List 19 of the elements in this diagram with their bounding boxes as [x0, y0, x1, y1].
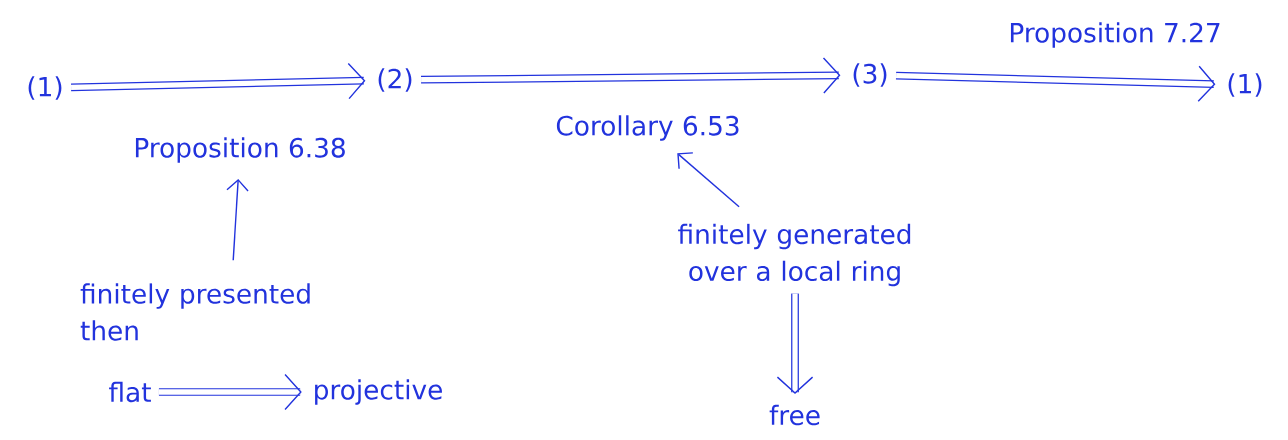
- statement-number: (3): [853, 63, 887, 87]
- implication-arrow: [421, 57, 841, 94]
- arrow: [226, 178, 249, 261]
- statement-number: (1): [1228, 73, 1262, 97]
- reference-text: Corollary 6.53: [556, 115, 739, 141]
- handwritten-text: projective: [315, 379, 442, 405]
- handwritten-text: finitely presented then: [80, 283, 310, 341]
- implication-arrow: [895, 65, 1216, 103]
- statement-number: (1): [28, 76, 62, 100]
- implication-arrow: [70, 62, 366, 100]
- statement-number: (2): [378, 68, 412, 92]
- arrow: [677, 152, 740, 208]
- edge-label: Proposition 7.27: [1004, 18, 1226, 52]
- handwritten-text: finitely generated over a local ring: [678, 223, 911, 287]
- handwritten-text: free: [769, 404, 820, 426]
- implication-arrow: [158, 373, 302, 411]
- reference-text: Proposition 6.38: [135, 137, 345, 163]
- implication-arrow: [776, 293, 814, 394]
- handwritten-text: flat: [109, 381, 151, 403]
